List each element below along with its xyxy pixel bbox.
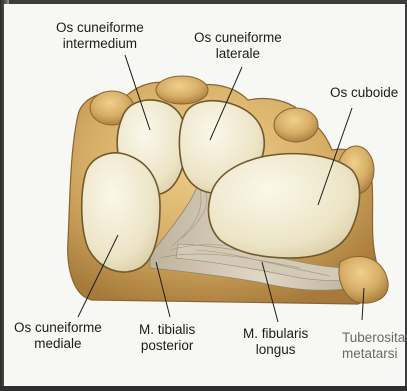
label-os-cuneiforme-mediale: Os cuneiforme mediale [14,320,102,352]
label-m-fibularis-longus: M. fibularis longus [243,326,308,358]
facet-cuboideum [208,154,359,258]
facet-mediale [82,153,160,272]
label-m-tibialis-posterior: M. tibialis posterior [139,322,195,354]
label-os-cuneiforme-intermedium: Os cuneiforme intermedium [56,20,144,52]
label-os-cuboideum: Os cuboide [330,85,407,101]
bone-knob [274,108,318,142]
bone-knob [156,76,208,104]
label-tuberositas-metatarsi: Tuberositas metatarsi [342,330,407,362]
label-os-cuneiforme-laterale: Os cuneiforme laterale [194,30,282,62]
